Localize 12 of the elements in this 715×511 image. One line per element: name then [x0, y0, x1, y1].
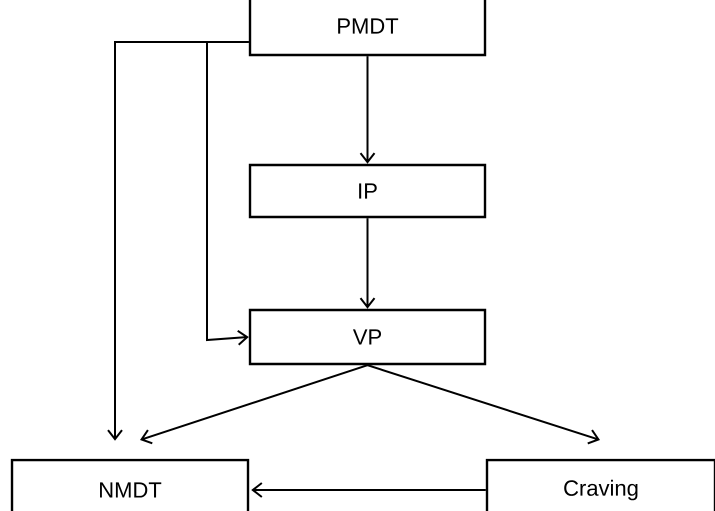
arrow [360, 56, 376, 164]
arrow [360, 218, 376, 309]
process-box: PMDT [248, 0, 486, 56]
arrow [107, 41, 249, 441]
process-box: IP [248, 164, 486, 218]
process-box: Craving [486, 458, 715, 511]
process-box: NMDT [10, 458, 250, 511]
process-box: VP [248, 308, 486, 366]
arrow [140, 364, 368, 444]
arrow [251, 482, 486, 498]
arrow [206, 41, 249, 346]
arrow [367, 364, 600, 444]
